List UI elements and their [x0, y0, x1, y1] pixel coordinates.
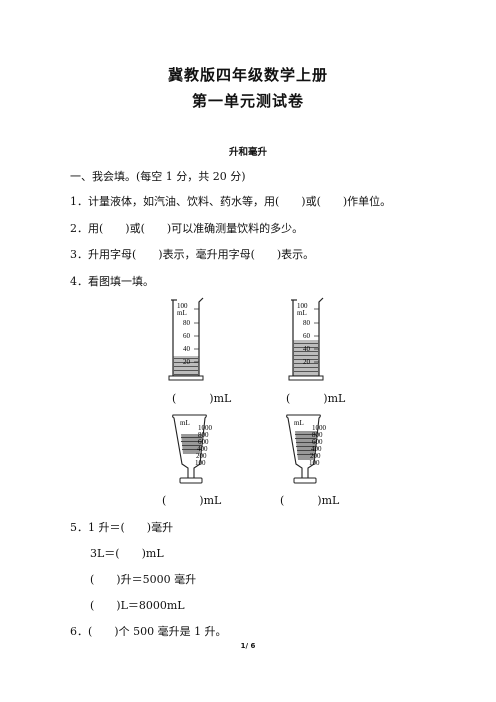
- tick-label: 40: [303, 345, 311, 353]
- question-5: 5．1 升＝( )毫升: [70, 521, 174, 534]
- tick-label: 60: [183, 332, 191, 340]
- measuring-beaker-2: mL 1000 800 600 400 200 100: [286, 414, 327, 484]
- section-heading: 一、我会填。(每空 1 分，共 20 分): [70, 170, 246, 183]
- question-5-line: ( )L＝8000mL: [90, 599, 185, 612]
- question-4: 4．看图填一填。: [70, 275, 154, 288]
- question-3: 3．升用字母( )表示，毫升用字母( )表示。: [70, 248, 315, 261]
- tick-label: 600: [312, 438, 323, 446]
- worksheet-title: 冀教版四年级数学上册: [167, 66, 328, 84]
- page-number: 1/ 6: [240, 642, 256, 650]
- tick-label: mL: [180, 419, 190, 427]
- tick-label: 100: [177, 302, 188, 310]
- tick-label: 40: [183, 345, 191, 353]
- tick-label: 80: [303, 319, 311, 327]
- answer-blank-3: ( )mL: [162, 494, 222, 507]
- answer-blank-1: ( )mL: [172, 392, 232, 405]
- tick-label: 20: [303, 358, 311, 366]
- worksheet-subtitle: 第一单元测试卷: [191, 92, 304, 110]
- tick-label: mL: [294, 419, 304, 427]
- tick-label: 200: [310, 452, 321, 460]
- tick-label: 60: [303, 332, 311, 340]
- tick-label: 200: [196, 452, 207, 460]
- topic-heading: 升和毫升: [228, 147, 267, 158]
- tick-label: 400: [311, 445, 322, 453]
- tick-label: 800: [198, 431, 209, 439]
- measuring-cylinder-1: 100 mL 80 60 40 20: [168, 297, 204, 381]
- question-1: 1．计量液体，如汽油、饮料、药水等，用( )或( )作单位。: [70, 195, 392, 208]
- tick-label: 100: [195, 459, 206, 467]
- question-5-line: ( )升＝5000 毫升: [90, 573, 197, 586]
- tick-label: 20: [183, 358, 191, 366]
- question-5-line: 3L＝( )mL: [90, 547, 164, 560]
- tick-label: 1000: [198, 424, 213, 432]
- measuring-cylinder-2: 100 mL 80 60 40 20: [288, 297, 324, 381]
- tick-label: 1000: [312, 424, 327, 432]
- question-2: 2．用( )或( )可以准确测量饮料的多少。: [70, 222, 304, 235]
- tick-label: 600: [198, 438, 209, 446]
- measuring-beaker-1: mL 1000 800 600 400 200 100: [172, 414, 213, 484]
- tick-label: mL: [297, 309, 307, 317]
- answer-blank-2: ( )mL: [286, 392, 346, 405]
- answer-blank-4: ( )mL: [280, 494, 340, 507]
- tick-label: 100: [297, 302, 308, 310]
- tick-label: 800: [312, 431, 323, 439]
- question-6: 6．( )个 500 毫升是 1 升。: [70, 625, 227, 638]
- tick-label: 400: [197, 445, 208, 453]
- tick-label: 100: [309, 459, 320, 467]
- tick-label: 80: [183, 319, 191, 327]
- tick-label: mL: [177, 309, 187, 317]
